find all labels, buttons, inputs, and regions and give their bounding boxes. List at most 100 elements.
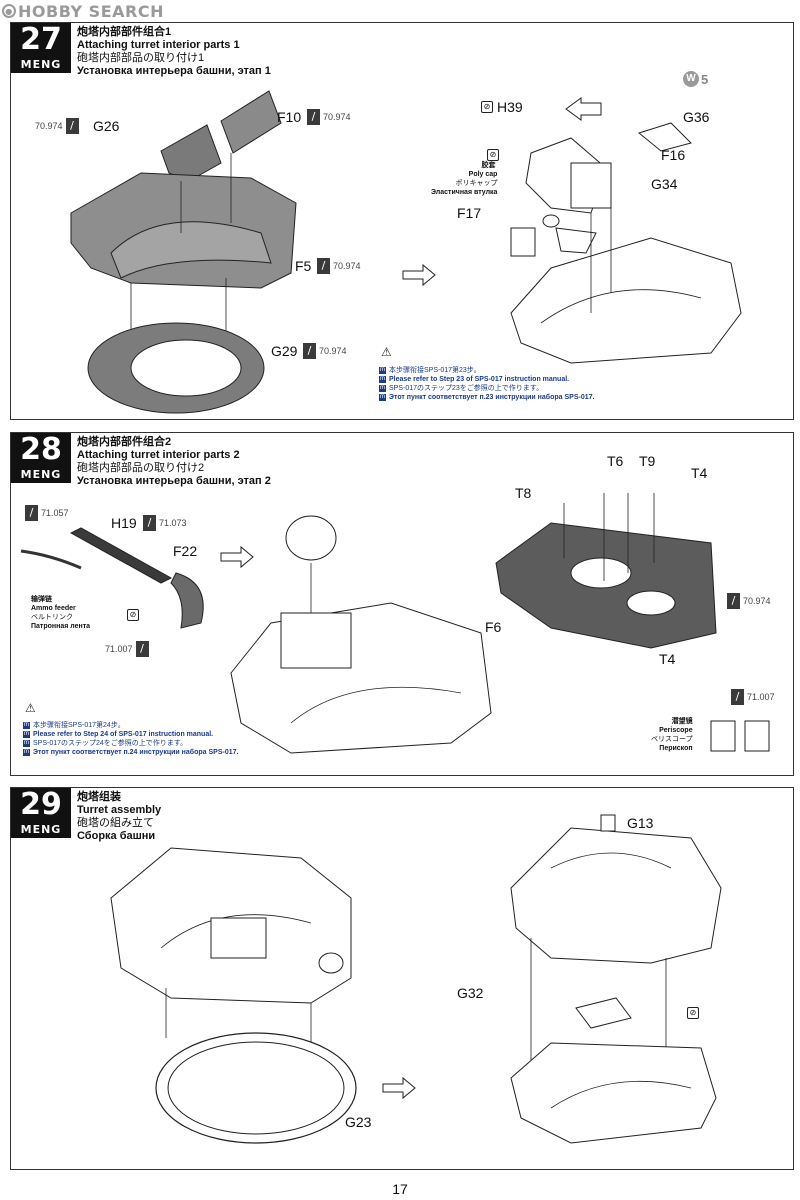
assembly-arrow-icon [565, 97, 602, 121]
brush-icon: / [303, 343, 316, 359]
title-ja: 砲塔内部部品の取り付け2 [77, 462, 205, 474]
poly-cap-en: Poly cap [468, 171, 498, 178]
note-en: Please refer to Step 24 of SPS-017 instr… [33, 731, 214, 738]
hatch-opening [626, 590, 676, 616]
ammo-feeder-label: 输弹链 Ammo feeder ベルトリンク Патронная лента [31, 595, 90, 631]
ammo-en: Ammo feeder [31, 605, 76, 612]
step-29-drawing [110, 814, 722, 1144]
manual-icon: m [23, 740, 30, 747]
turret-upper-detail [550, 852, 672, 869]
part-label-t6: T6 [607, 453, 624, 469]
paint-g26: 70.974 / [35, 118, 79, 134]
part-g34-shape [555, 227, 597, 254]
paint-ammo: / 71.057 [25, 505, 69, 521]
part-label-t4: T4 [691, 465, 708, 481]
brush-icon: / [731, 689, 744, 705]
manual-icon: m [379, 367, 386, 374]
title-ja: 砲塔内部部品の取り付け1 [77, 52, 205, 64]
part-label-f5: F5 [295, 258, 312, 274]
manual-icon: m [379, 376, 386, 383]
brush-icon: / [727, 593, 740, 609]
warning-icon: ⚠ [25, 701, 36, 715]
periscope-en: Periscope [659, 727, 693, 734]
cement-icon: ⊘ [687, 1007, 699, 1019]
hatch-opening [570, 557, 632, 589]
note-en: Please refer to Step 23 of SPS-017 instr… [389, 376, 570, 383]
ammo-ru: Патронная лента [31, 623, 91, 630]
turret-upper-shape [510, 827, 722, 964]
turret-floor-shape [110, 221, 272, 279]
step-29: 29 MENG 炮塔组装 Turret assembly 砲塔の組み立て Сбо… [10, 787, 794, 1170]
brush-icon: / [307, 109, 320, 125]
note-cn: 本步骤衔接SPS-017第23步。 [389, 367, 481, 374]
cement-icon: ⊘ [481, 101, 493, 113]
part-label-g29: G29 [271, 343, 298, 359]
part-label-t8: T8 [515, 485, 532, 501]
w-badge-icon: W [683, 71, 699, 87]
step-number: 29 [20, 787, 62, 822]
ammo-ja: ベルトリンク [31, 614, 73, 621]
paint-hull: / 70.974 [727, 593, 771, 609]
part-label-t4-lower: T4 [659, 651, 676, 667]
title-ru: Установка интерьера башни, этап 1 [77, 65, 271, 77]
ammo-feeder-shape [20, 549, 82, 570]
periscope-cn: 潜望镜 [671, 718, 693, 725]
periscope-shape [710, 720, 736, 752]
note-ja: SPS-017のステップ23をご参照の上で作ります。 [389, 385, 544, 392]
title-cn: 炮塔组装 [77, 791, 121, 803]
turret-lower-detail [550, 1080, 692, 1109]
step-arrow-icon [402, 263, 436, 287]
step-arrow-icon [382, 1076, 416, 1100]
brush-icon: / [25, 505, 38, 521]
brush-icon: / [65, 118, 79, 134]
hobby-search-logo-icon: ● [2, 4, 16, 18]
part-label-f10: F10 [277, 109, 302, 125]
step-number-badge: 28 MENG [11, 433, 71, 483]
step-title: 炮塔内部部件组合2 Attaching turret interior part… [77, 436, 271, 488]
brand-label: MENG [20, 58, 62, 71]
title-en: Turret assembly [77, 804, 162, 816]
step-number: 27 [20, 22, 62, 57]
title-ru: Установка интерьера башни, этап 2 [77, 475, 271, 487]
poly-cap-cn: 胶套 [481, 162, 496, 169]
poly-cap-ja: ポリキャップ [455, 180, 498, 187]
part-f16-shape [570, 162, 612, 209]
ammo-drum-shape [285, 515, 337, 561]
paint-f22: 71.007 / [105, 641, 149, 657]
turret-outline-shape [230, 602, 492, 754]
warning-icon: ⚠ [381, 345, 392, 359]
poly-cap-shape [542, 214, 560, 228]
part-label-f6: F6 [485, 619, 502, 635]
cement-icon: ⊘ [487, 149, 499, 161]
part-label-g26: G26 [93, 118, 120, 134]
part-label-f22: F22 [173, 543, 198, 559]
manual-icon: m [23, 722, 30, 729]
paint-code: 71.007 [747, 692, 775, 702]
title-cn: 炮塔内部部件组合1 [77, 26, 172, 38]
title-cn: 炮塔内部部件组合2 [77, 436, 172, 448]
part-g26-shape [160, 124, 222, 182]
poly-cap-label: 胶套 Poly cap ポリキャップ Эластичная втулка [431, 161, 497, 197]
paint-code: 71.073 [159, 518, 187, 528]
part-g36-shape [637, 122, 692, 152]
part-label-f16: F16 [661, 147, 686, 163]
periscope-label: 潜望镜 Periscope ペリスコープ Перископ [651, 717, 693, 753]
manual-icon: m [379, 394, 386, 401]
paint-code: 70.974 [319, 346, 347, 356]
badge-count: 5 [701, 71, 709, 87]
cement-icon: ⊘ [127, 609, 139, 621]
paint-code: 70.974 [743, 596, 771, 606]
brush-icon: / [143, 515, 156, 531]
part-label-h19: H19 [111, 515, 137, 531]
paint-code: 71.057 [41, 508, 69, 518]
watermark: ● HOBBY SEARCH [2, 1, 164, 21]
watermark-text: HOBBY SEARCH [18, 1, 164, 21]
note-ru: Этот пункт соответствует п.24 инструкции… [33, 749, 239, 756]
poly-cap-ru: Эластичная втулка [431, 189, 498, 196]
brush-icon: / [317, 258, 330, 274]
badge-w5: W 5 [683, 71, 708, 87]
step-arrow-icon [220, 545, 254, 569]
step-number: 28 [20, 432, 62, 467]
